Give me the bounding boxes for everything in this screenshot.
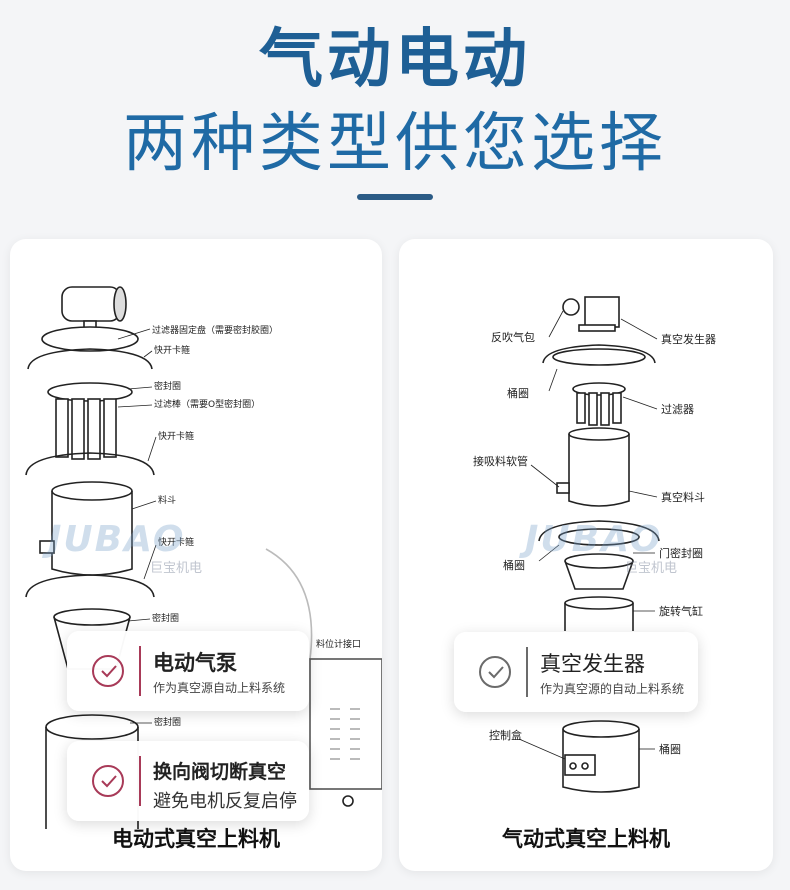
electric-loader-diagram: 过滤器固定盘（需要密封胶圈） 快开卡箍 密封圈 过滤棒（需要O型密封圈） 快开卡… <box>25 286 382 829</box>
badge-divider <box>526 647 528 697</box>
watermark-cn: 巨宝机电 <box>150 561 203 576</box>
label-hose: 接吸料软管 <box>473 454 528 468</box>
label-door-seal: 门密封圈 <box>659 546 703 560</box>
badge-desc: 避免电机反复启停 <box>153 791 297 812</box>
label-barrel-1: 桶圈 <box>507 386 529 400</box>
label-vacuum-gen: 真空发生器 <box>661 332 716 346</box>
check-icon <box>92 765 124 797</box>
valve-badge: 换向阀切断真空 避免电机反复启停 <box>67 741 309 821</box>
label-barrel-3: 桶圈 <box>659 742 681 756</box>
label-blowback: 反吹气包 <box>491 330 535 344</box>
label-clamp-3: 快开卡箍 <box>158 536 194 548</box>
label-cylinder: 旋转气缸 <box>659 604 703 618</box>
label-seal-2: 密封圈 <box>152 612 179 624</box>
badge-title: 电动气泵 <box>153 651 237 675</box>
watermark-brand: JUBAO <box>48 519 186 560</box>
label-seal-3: 密封圈 <box>154 716 181 728</box>
electric-loader-card: 过滤器固定盘（需要密封胶圈） 快开卡箍 密封圈 过滤棒（需要O型密封圈） 快开卡… <box>10 239 382 871</box>
label-filter: 过滤器 <box>661 403 694 416</box>
label-inlet: 料位计接口 <box>316 638 361 650</box>
label-barrel-2: 桶圈 <box>503 558 525 572</box>
electric-loader-caption: 电动式真空上料机 <box>112 827 280 851</box>
check-icon <box>479 656 511 688</box>
pneumatic-loader-diagram: 反吹气包 真空发生器 桶圈 过滤器 接吸料软管 真空料斗 桶圈 门密封圈 旋转气… <box>473 296 716 793</box>
label-seal-1: 密封圈 <box>154 380 181 392</box>
check-icon <box>92 655 124 687</box>
label-hopper: 料斗 <box>158 494 176 506</box>
badge-title: 真空发生器 <box>540 652 645 676</box>
heading-main: 气动电动 <box>259 23 531 97</box>
vacuum-generator-badge: 真空发生器 作为真空源的自动上料系统 <box>454 632 698 712</box>
heading-divider <box>357 194 433 200</box>
watermark-brand: JUBAO <box>525 519 663 560</box>
label-clamp-2: 快开卡箍 <box>158 430 194 442</box>
label-hopper: 真空料斗 <box>661 490 705 504</box>
pneumatic-loader-caption: 气动式真空上料机 <box>502 827 670 851</box>
badge-desc: 作为真空源的自动上料系统 <box>540 682 685 696</box>
badge-divider <box>139 646 141 696</box>
badge-desc: 作为真空源自动上料系统 <box>153 681 286 695</box>
heading-sub: 两种类型供您选择 <box>123 107 667 181</box>
badge-divider <box>139 756 141 806</box>
label-filter-rod: 过滤棒（需要O型密封圈） <box>154 398 260 410</box>
label-filter-holder: 过滤器固定盘（需要密封胶圈） <box>152 324 278 336</box>
watermark-cn: 巨宝机电 <box>625 561 678 576</box>
badge-title: 换向阀切断真空 <box>153 761 287 783</box>
electric-pump-badge: 电动气泵 作为真空源自动上料系统 <box>67 631 309 711</box>
label-clamp-1: 快开卡箍 <box>154 344 190 356</box>
pneumatic-loader-card: 反吹气包 真空发生器 桶圈 过滤器 接吸料软管 真空料斗 桶圈 门密封圈 旋转气… <box>399 239 773 871</box>
label-control-box: 控制盒 <box>489 728 522 742</box>
